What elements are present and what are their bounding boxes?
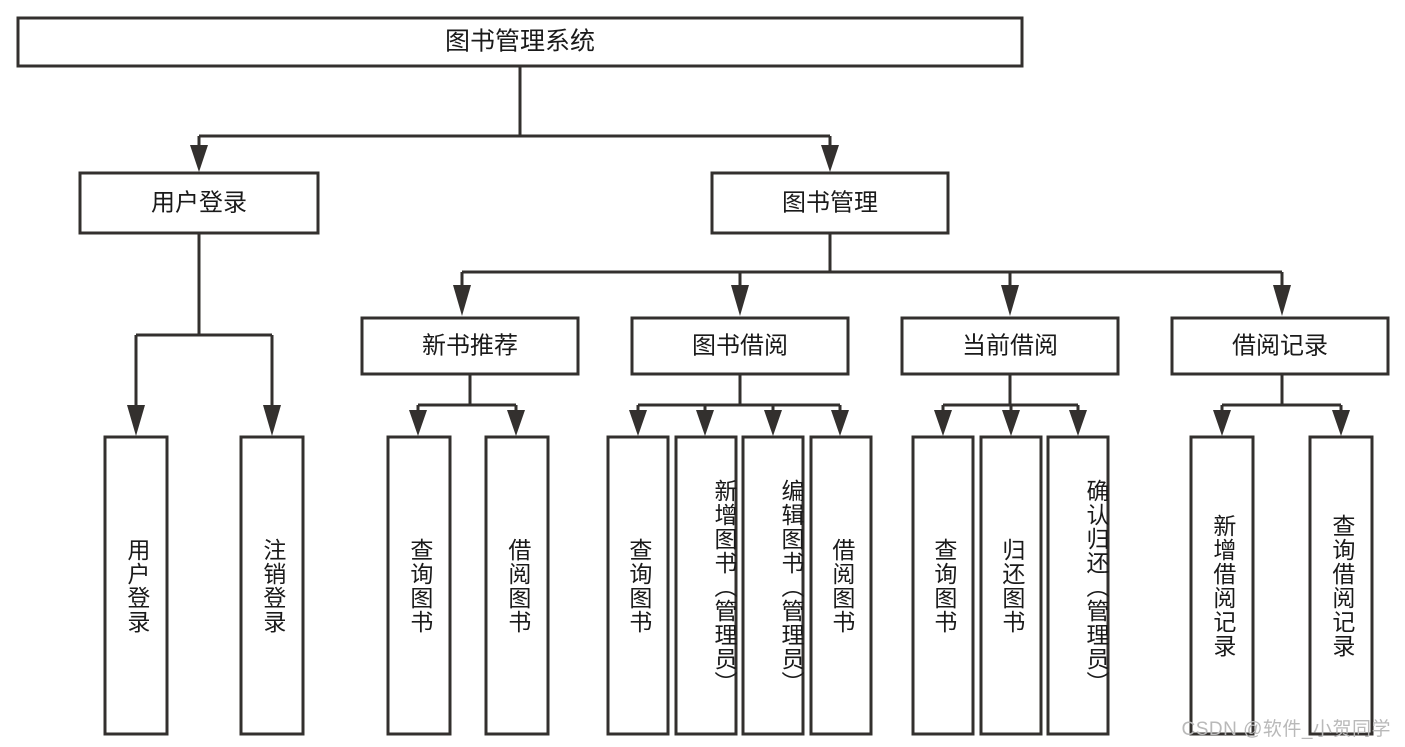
leaf-query-book-current[interactable] <box>911 435 975 736</box>
arrow-book-mgmt-c2 <box>1001 285 1019 316</box>
root-node-label: 图书管理系统 <box>445 28 595 56</box>
arrow-current-l1 <box>1002 410 1020 436</box>
node-book-borrow[interactable] <box>630 316 850 376</box>
node-book-management[interactable] <box>710 171 950 235</box>
leaf-add-book-admin[interactable] <box>674 435 738 736</box>
connector-group-current-borrow <box>934 374 1087 436</box>
leaf-query-borrow-record[interactable] <box>1308 435 1374 736</box>
connector-group-new-book-rec <box>409 374 525 436</box>
arrow-newbook-l0 <box>409 410 427 436</box>
arrow-record-l0 <box>1213 410 1231 436</box>
connector-group-book-borrow <box>629 374 849 436</box>
connector-group-user-login <box>127 234 281 436</box>
leaf-add-borrow-record[interactable] <box>1189 435 1255 736</box>
arrow-current-l2 <box>1069 410 1087 436</box>
arrow-root-to-user-login <box>190 145 208 172</box>
root-node-library-management-system[interactable] <box>16 16 1024 68</box>
arrow-user-login-leaf-0 <box>127 405 145 436</box>
arrow-bookborrow-l1 <box>696 410 714 436</box>
node-borrow-record-label: 借阅记录 <box>1232 332 1328 359</box>
arrow-newbook-l1 <box>507 410 525 436</box>
leaf-confirm-return-admin[interactable] <box>1046 435 1110 736</box>
leaf-logout[interactable] <box>239 435 305 736</box>
leaf-borrow-book-rec[interactable] <box>484 435 550 736</box>
leaf-edit-book-admin[interactable] <box>741 435 805 736</box>
node-borrow-record[interactable] <box>1170 316 1390 376</box>
arrow-root-to-book-mgmt <box>821 145 839 172</box>
connector-group-book-mgmt <box>453 234 1291 316</box>
node-new-book-recommendation-label: 新书推荐 <box>422 332 518 359</box>
node-user-login[interactable] <box>78 171 320 235</box>
connector-group-root <box>190 66 839 172</box>
leaf-borrow-book[interactable] <box>809 435 873 736</box>
csdn-watermark: CSDN @软件_小贺同学 <box>1181 719 1391 740</box>
arrow-bookborrow-l2 <box>764 410 782 436</box>
leaf-query-book-rec[interactable] <box>386 435 452 736</box>
arrow-record-l1 <box>1332 410 1350 436</box>
node-book-borrow-label: 图书借阅 <box>692 332 788 359</box>
arrow-user-login-leaf-1 <box>263 405 281 436</box>
arrow-book-mgmt-c3 <box>1273 285 1291 316</box>
leaf-return-book[interactable] <box>979 435 1043 736</box>
leaf-query-book-borrow[interactable] <box>606 435 670 736</box>
connector-group-borrow-record <box>1213 374 1350 436</box>
node-book-management-label: 图书管理 <box>782 189 878 216</box>
node-user-login-label: 用户登录 <box>151 189 247 216</box>
arrow-book-mgmt-c1 <box>731 285 749 316</box>
node-current-borrow-label: 当前借阅 <box>962 332 1058 359</box>
arrow-bookborrow-l0 <box>629 410 647 436</box>
node-new-book-recommendation[interactable] <box>360 316 580 376</box>
arrow-book-mgmt-c0 <box>453 285 471 316</box>
leaf-user-login[interactable] <box>103 435 169 736</box>
arrow-bookborrow-l3 <box>831 410 849 436</box>
node-current-borrow[interactable] <box>900 316 1120 376</box>
arrow-current-l0 <box>934 410 952 436</box>
